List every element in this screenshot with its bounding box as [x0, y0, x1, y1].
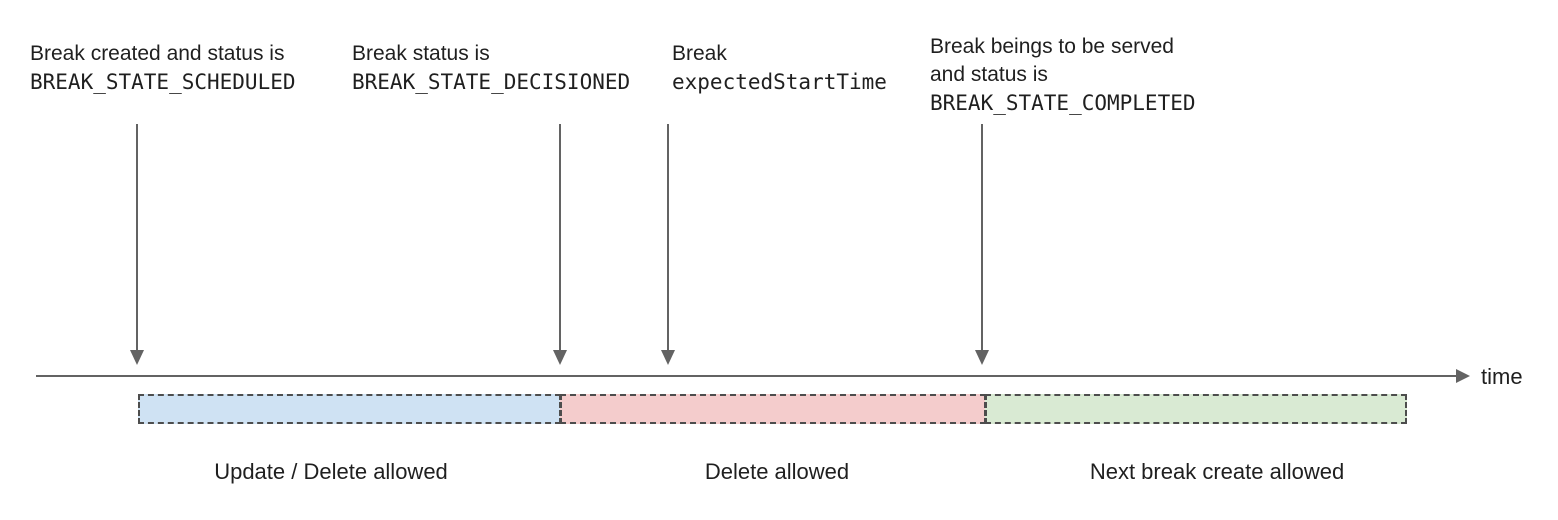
arrow-shaft	[559, 124, 561, 350]
annotation-break-scheduled: Break created and status is BREAK_STATE_…	[30, 40, 296, 96]
arrow-shaft	[667, 124, 669, 350]
annotation-text-line: and status is	[930, 63, 1048, 86]
arrow-down-icon	[553, 350, 567, 365]
arrow-down-icon	[661, 350, 675, 365]
time-axis-line	[36, 375, 1456, 377]
segment-delete-allowed	[560, 394, 986, 424]
event-arrow-expected-start	[660, 124, 676, 365]
annotation-code-line: BREAK_STATE_COMPLETED	[930, 91, 1196, 115]
annotation-code-line: BREAK_STATE_DECISIONED	[352, 70, 631, 94]
segment-update-delete-allowed	[138, 394, 561, 424]
phase-label-delete: Delete allowed	[704, 459, 850, 484]
annotation-text-line: Break status is	[352, 42, 490, 65]
annotation-code-line: expectedStartTime	[672, 70, 887, 94]
arrow-shaft	[136, 124, 138, 350]
arrow-down-icon	[975, 350, 989, 365]
annotation-break-decisioned: Break status is BREAK_STATE_DECISIONED	[352, 40, 630, 96]
time-axis-label: time	[1481, 364, 1523, 389]
arrow-right-icon	[1456, 369, 1470, 383]
event-arrow-decisioned	[552, 124, 568, 365]
annotation-expected-start-time: Break expectedStartTime	[672, 40, 887, 96]
annotation-break-completed: Break beings to be served and status is …	[930, 33, 1196, 117]
annotation-code-line: BREAK_STATE_SCHEDULED	[30, 70, 296, 94]
phase-label-next-create: Next break create allowed	[1089, 459, 1345, 484]
annotation-text-line: Break created and status is	[30, 42, 285, 65]
annotation-text-line: Break	[672, 42, 727, 65]
event-arrow-scheduled	[129, 124, 145, 365]
arrow-shaft	[981, 124, 983, 350]
arrow-down-icon	[130, 350, 144, 365]
event-arrow-completed	[974, 124, 990, 365]
annotation-text-line: Break beings to be served	[930, 35, 1174, 58]
segment-next-break-create-allowed	[985, 394, 1407, 424]
phase-label-update-delete: Update / Delete allowed	[214, 459, 448, 484]
